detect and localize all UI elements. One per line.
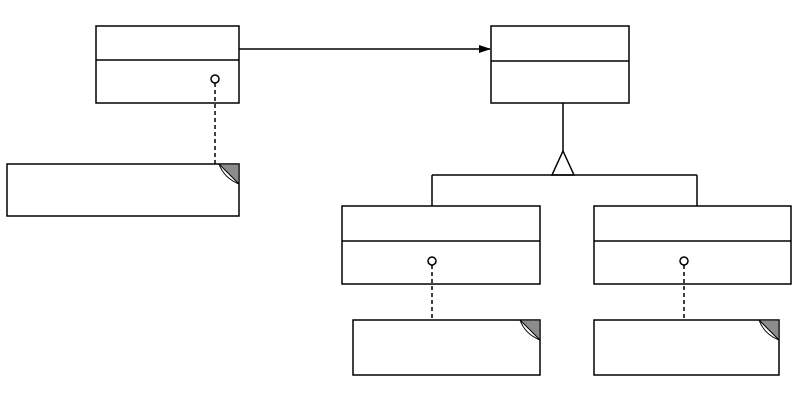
class-concrete-a xyxy=(341,205,541,285)
note-curl-icon xyxy=(218,163,240,185)
note-fold-icon xyxy=(757,319,780,342)
concrete-a-note-anchor-point xyxy=(427,256,437,266)
note-fold-icon xyxy=(518,319,541,342)
concrete-b-note xyxy=(593,319,780,376)
concrete-a-note xyxy=(352,319,541,376)
generalization-triangle xyxy=(550,149,576,176)
class-abstract xyxy=(490,25,630,104)
client-note-anchor-point xyxy=(210,74,220,84)
class-client xyxy=(95,25,240,104)
client-note xyxy=(6,163,240,217)
class-concrete-b xyxy=(593,205,792,285)
note-curl-icon xyxy=(519,319,541,341)
note-curl-icon xyxy=(758,319,780,341)
note-fold-icon xyxy=(217,163,240,186)
concrete-b-note-anchor-point xyxy=(679,256,689,266)
generalization-connector xyxy=(431,103,698,206)
